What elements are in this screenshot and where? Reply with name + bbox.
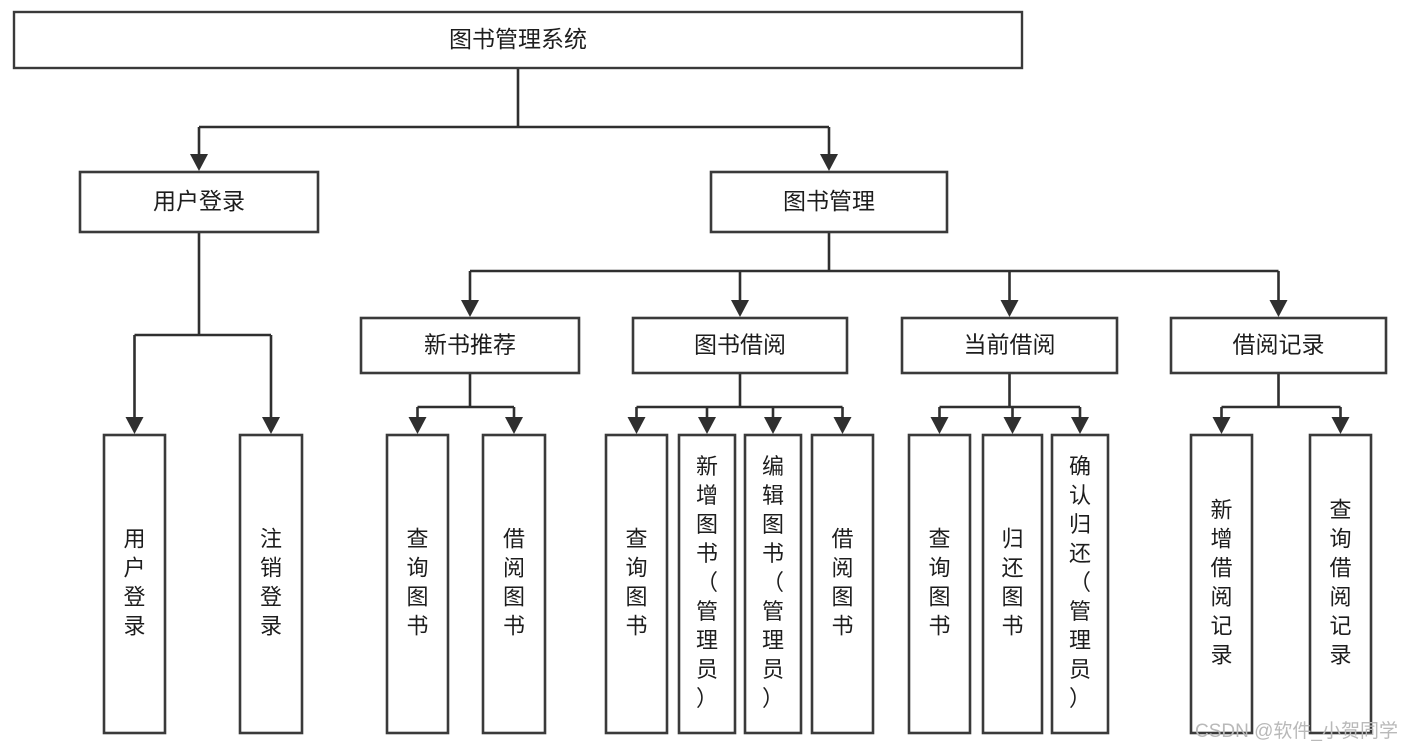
arrow-head <box>930 417 949 434</box>
node-box[interactable] <box>981 433 1044 735</box>
arrow-head <box>764 417 782 434</box>
node-box[interactable] <box>1308 433 1373 735</box>
node-label: 借阅记录 <box>1233 332 1325 358</box>
node-box[interactable] <box>102 433 167 735</box>
node-borrow-add[interactable]: 新增图书（管理员） <box>677 433 737 735</box>
node-loan-query[interactable]: 查询图书 <box>907 433 972 735</box>
csdn-watermark: CSDN @软件_小贺同学 <box>1195 720 1398 742</box>
node-rec-borrow[interactable]: 借阅图书 <box>481 433 547 735</box>
node-box[interactable] <box>1189 433 1254 735</box>
node-record-add[interactable]: 新增借阅记录 <box>1189 433 1254 735</box>
arrow-head <box>262 417 280 434</box>
node-box[interactable] <box>1169 316 1388 375</box>
node-label: 用户登录 <box>153 188 245 214</box>
arrow-head <box>1212 417 1231 434</box>
node-box[interactable] <box>900 316 1119 375</box>
arrow-head <box>408 417 427 434</box>
node-box[interactable] <box>12 10 1024 70</box>
arrow-head <box>698 417 716 434</box>
node-label: 借阅图书 <box>503 526 525 638</box>
node-borrow-query[interactable]: 查询图书 <box>604 433 669 735</box>
node-label: 编辑图书（管理员） <box>762 454 784 711</box>
node-label: 图书借阅 <box>694 332 786 358</box>
node-box[interactable] <box>810 433 875 735</box>
node-box[interactable] <box>907 433 972 735</box>
node-current-loan[interactable]: 当前借阅 <box>900 316 1119 375</box>
node-box[interactable] <box>481 433 547 735</box>
node-label: 确认归还（管理员） <box>1069 454 1091 711</box>
node-record-query[interactable]: 查询借阅记录 <box>1308 433 1373 735</box>
edge-layer <box>125 68 1350 434</box>
node-label: 图书管理 <box>783 188 875 214</box>
node-borrow-edit[interactable]: 编辑图书（管理员） <box>743 433 803 735</box>
node-box[interactable] <box>677 433 737 735</box>
node-new-book-rec[interactable]: 新书推荐 <box>359 316 581 375</box>
arrow-head <box>1269 300 1288 317</box>
node-loan-return[interactable]: 归还图书 <box>981 433 1044 735</box>
node-layer: 图书管理系统用户登录图书管理新书推荐图书借阅当前借阅借阅记录用户登录注销登录查询… <box>12 10 1388 735</box>
arrow-head <box>125 417 144 434</box>
node-label: 注销登录 <box>260 526 282 638</box>
node-loan-record[interactable]: 借阅记录 <box>1169 316 1388 375</box>
node-box[interactable] <box>359 316 581 375</box>
arrow-head <box>1000 300 1019 317</box>
node-box[interactable] <box>604 433 669 735</box>
node-box[interactable] <box>743 433 803 735</box>
node-box[interactable] <box>238 433 304 735</box>
node-label: 新增借阅记录 <box>1210 497 1232 667</box>
arrow-head <box>820 154 838 171</box>
node-label: 查询借阅记录 <box>1329 497 1351 667</box>
node-logout-do[interactable]: 注销登录 <box>238 433 304 735</box>
node-login-do[interactable]: 用户登录 <box>102 433 167 735</box>
arrow-head <box>731 300 749 317</box>
node-loan-confirm[interactable]: 确认归还（管理员） <box>1050 433 1110 735</box>
node-label: 新增图书（管理员） <box>696 454 718 711</box>
node-book-manage[interactable]: 图书管理 <box>709 170 949 234</box>
arrow-head <box>505 417 523 434</box>
node-user-login[interactable]: 用户登录 <box>78 170 320 234</box>
node-label: 新书推荐 <box>424 332 516 358</box>
node-label: 查询图书 <box>625 526 647 638</box>
node-borrow-do[interactable]: 借阅图书 <box>810 433 875 735</box>
arrow-head <box>1331 417 1350 434</box>
node-rec-query[interactable]: 查询图书 <box>385 433 450 735</box>
node-label: 查询图书 <box>928 526 950 638</box>
node-label: 图书管理系统 <box>449 26 587 52</box>
node-box[interactable] <box>709 170 949 234</box>
arrow-head <box>190 154 208 171</box>
node-label: 归还图书 <box>1001 526 1023 638</box>
arrow-head <box>1071 417 1089 434</box>
node-box[interactable] <box>631 316 849 375</box>
node-root[interactable]: 图书管理系统 <box>12 10 1024 70</box>
node-label: 当前借阅 <box>964 332 1056 358</box>
node-label: 借阅图书 <box>831 526 853 638</box>
node-box[interactable] <box>1050 433 1110 735</box>
node-label: 查询图书 <box>406 526 428 638</box>
node-box[interactable] <box>385 433 450 735</box>
node-label: 用户登录 <box>123 526 145 638</box>
node-box[interactable] <box>78 170 320 234</box>
arrow-head <box>627 417 646 434</box>
arrow-head <box>1003 417 1022 434</box>
arrow-head <box>461 300 479 317</box>
node-book-borrow[interactable]: 图书借阅 <box>631 316 849 375</box>
arrow-head <box>833 417 852 434</box>
